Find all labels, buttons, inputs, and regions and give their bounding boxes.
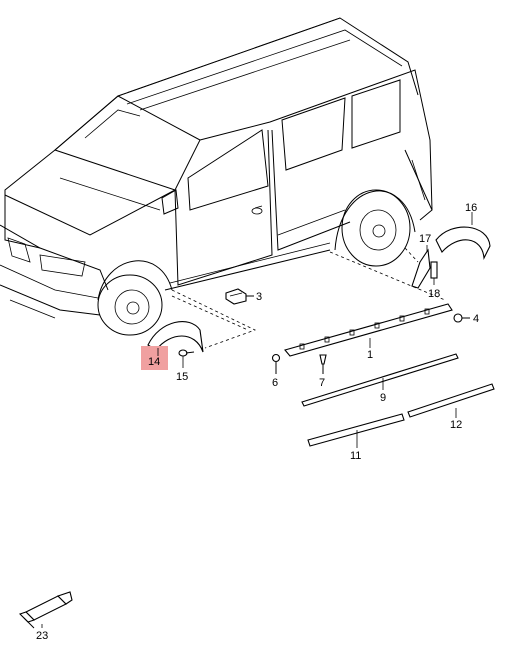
callout-18[interactable]: 18: [428, 288, 440, 300]
callout-1[interactable]: 1: [367, 349, 373, 361]
moulding-clips: [299, 308, 430, 350]
trim-piece-17: [411, 248, 431, 289]
leader-lines: [171, 247, 446, 349]
wheel-arch-trim-front: [147, 321, 204, 353]
callout-15[interactable]: 15: [176, 371, 188, 383]
bolt-4: [453, 313, 470, 323]
clip-3: [225, 288, 247, 305]
callout-14-highlight: [141, 346, 168, 370]
callout-6[interactable]: 6: [272, 377, 278, 389]
wheel-arch-trim-rear: [435, 226, 491, 260]
callout-3[interactable]: 3: [256, 291, 262, 303]
callout-11[interactable]: 11: [350, 450, 361, 462]
protective-strip-9: [301, 353, 459, 407]
screw-6: [271, 353, 281, 374]
adhesive-tube-23: [18, 591, 73, 629]
protective-strip-12: [407, 383, 495, 418]
callout-7[interactable]: 7: [319, 377, 325, 389]
sill-moulding: [284, 303, 453, 357]
callout-4[interactable]: 4: [473, 313, 479, 325]
callout-12[interactable]: 12: [450, 419, 462, 431]
callout-17[interactable]: 17: [419, 233, 431, 245]
bracket-18: [430, 261, 438, 279]
callout-14[interactable]: 14: [148, 356, 160, 368]
callout-9[interactable]: 9: [380, 392, 386, 404]
callout-23[interactable]: 23: [36, 630, 48, 642]
clip-7: [319, 354, 327, 374]
callout-16[interactable]: 16: [465, 202, 477, 214]
screw-15: [178, 349, 195, 357]
protective-strip-11: [307, 413, 405, 447]
van-illustration: [0, 17, 433, 336]
callout-leaders: [41, 212, 473, 628]
